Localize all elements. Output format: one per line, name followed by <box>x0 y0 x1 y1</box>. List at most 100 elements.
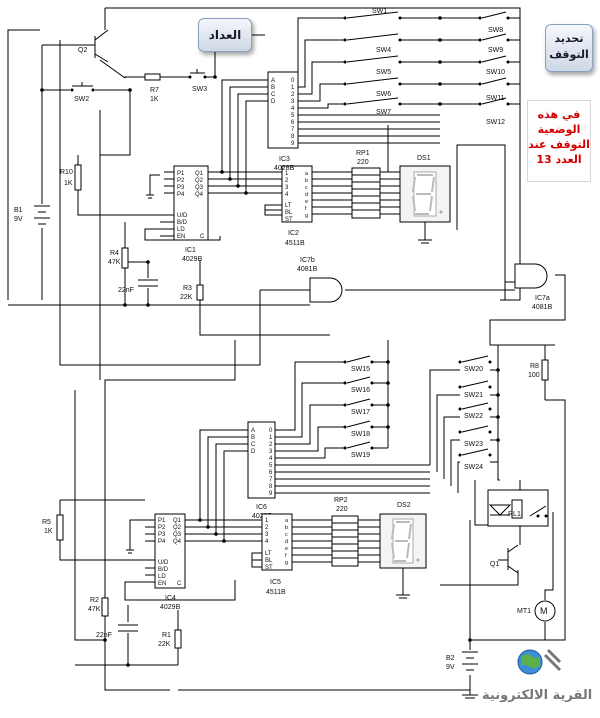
svg-text:9: 9 <box>269 491 273 497</box>
resistor-r4: R4 47K <box>108 247 129 269</box>
svg-text:SW7: SW7 <box>376 109 391 116</box>
chip-ic4: P1 P2 P3 P4 Q1 Q2 Q3 Q4 U/D B/D LD EN C … <box>145 513 186 611</box>
switch-sw15: SW15 <box>343 355 374 373</box>
svg-text:U/D: U/D <box>177 213 188 219</box>
set-stop-callout: تحديد التوقف <box>545 24 593 72</box>
label-b2: B2 <box>446 655 455 662</box>
switch-group-top-right: SW8 SW9 SW10 SW11 SW12 <box>478 11 510 126</box>
svg-text:a: a <box>285 518 289 524</box>
svg-text:P3: P3 <box>177 185 185 191</box>
switch-sw11: SW11 <box>478 77 510 102</box>
switch-sw12: SW12 <box>478 97 510 126</box>
svg-text:P1: P1 <box>158 518 166 524</box>
switch-group-top-left: SW1 SW4 SW5 SW6 SW7 <box>343 8 402 116</box>
label-ic1-type: 4029B <box>182 256 203 263</box>
label-r4: R4 <box>110 250 119 257</box>
svg-text:EN: EN <box>158 581 166 587</box>
resistor-pack-rp2: RP2 220 <box>331 497 359 567</box>
label-r10-value: 1K <box>64 180 73 187</box>
svg-text:3: 3 <box>291 99 295 105</box>
label-b1-value: 9V <box>14 216 23 223</box>
svg-text:SW18: SW18 <box>351 431 370 438</box>
svg-text:P2: P2 <box>158 525 166 531</box>
switch-group-bottom-right: SW20 SW21 SW22 SW23 SW24 <box>458 355 492 471</box>
label-r3-value: 22K <box>180 294 193 301</box>
svg-text:g: g <box>285 560 288 566</box>
svg-text:0: 0 <box>291 78 295 84</box>
svg-text:Q4: Q4 <box>195 192 204 198</box>
svg-text:SW24: SW24 <box>464 464 483 471</box>
label-r2-value: 47K <box>88 606 101 613</box>
svg-text:P4: P4 <box>177 192 185 198</box>
display-ds2: DS2 <box>379 502 427 569</box>
label-r5-value: 1K <box>44 528 53 535</box>
svg-text:6: 6 <box>291 120 295 126</box>
resistor-r7: R7 1K <box>144 73 161 103</box>
label-sw2: SW2 <box>74 96 89 103</box>
chip-ic1: P1 P2 P3 P4 Q1 Q2 Q3 Q4 U/D B/D LD EN C … <box>160 165 209 263</box>
switch-sw23: SW23 <box>458 425 492 448</box>
svg-text:SW1: SW1 <box>372 8 387 15</box>
top-wires <box>7 7 566 470</box>
counter-callout: العداد <box>198 18 252 52</box>
switch-sw20: SW20 <box>458 355 492 373</box>
switch-sw22: SW22 <box>458 402 492 420</box>
svg-text:P1: P1 <box>177 171 185 177</box>
switch-sw24: SW24 <box>458 448 492 471</box>
svg-text:SW23: SW23 <box>464 441 483 448</box>
label-ds2: DS2 <box>397 502 411 509</box>
label-rp1-value: 220 <box>357 159 369 166</box>
svg-text:SW9: SW9 <box>488 47 503 54</box>
svg-text:8: 8 <box>269 484 273 490</box>
svg-text:f: f <box>285 553 287 559</box>
switch-sw1: SW1 <box>343 8 402 20</box>
svg-text:LT: LT <box>285 203 292 209</box>
svg-text:d: d <box>285 539 288 545</box>
svg-text:7: 7 <box>269 477 273 483</box>
svg-text:Q4: Q4 <box>173 539 182 545</box>
label-ic3: IC3 <box>279 156 290 163</box>
transistor-q2: Q2 <box>78 29 109 63</box>
svg-text:1: 1 <box>269 435 273 441</box>
switch-sw2: SW2 <box>70 82 95 103</box>
svg-text:P4: P4 <box>158 539 166 545</box>
label-q2: Q2 <box>78 47 87 54</box>
svg-text:c: c <box>285 532 288 538</box>
switch-sw16: SW16 <box>343 376 374 394</box>
svg-text:4: 4 <box>269 456 273 462</box>
chip-ic5: 1 2 3 4 LT BL ST a b c d e f g IC5 4511B <box>258 513 293 596</box>
svg-text:M: M <box>540 606 548 616</box>
resistor-r3: R3 22K <box>180 284 204 301</box>
svg-text:9: 9 <box>291 141 295 147</box>
svg-text:C: C <box>251 442 256 448</box>
svg-text:2: 2 <box>285 178 289 184</box>
svg-text:C: C <box>271 92 276 98</box>
svg-text:SW16: SW16 <box>351 387 370 394</box>
svg-text:SW8: SW8 <box>488 27 503 34</box>
svg-text:b: b <box>305 178 308 184</box>
note-line1: في هذه <box>537 108 581 121</box>
junction-dots <box>40 16 500 667</box>
svg-text:SW12: SW12 <box>486 119 505 126</box>
svg-text:3: 3 <box>285 185 289 191</box>
label-ic4: IC4 <box>165 595 176 602</box>
svg-text:Q1: Q1 <box>195 171 204 177</box>
svg-text:2: 2 <box>291 92 295 98</box>
label-q1: Q1 <box>490 561 499 568</box>
label-sw3: SW3 <box>192 86 207 93</box>
label-mt1: MT1 <box>517 608 531 615</box>
transistor-q1: Q1 <box>490 544 519 574</box>
svg-text:Q3: Q3 <box>195 185 204 191</box>
svg-text:SW6: SW6 <box>376 91 391 98</box>
label-ic3-type: 4028B <box>274 165 295 172</box>
label-ds1: DS1 <box>417 155 431 162</box>
svg-text:ST: ST <box>265 565 273 571</box>
svg-text:Q2: Q2 <box>195 178 204 184</box>
svg-text:3: 3 <box>265 532 269 538</box>
svg-text:LD: LD <box>177 227 185 233</box>
note-line4: العدد 13 <box>536 153 582 166</box>
chip-ic2: 1 2 3 4 LT BL ST a b c d e f g IC2 4511B <box>272 165 313 247</box>
svg-text:C: C <box>200 234 205 240</box>
switch-sw8: SW8 <box>478 11 510 34</box>
